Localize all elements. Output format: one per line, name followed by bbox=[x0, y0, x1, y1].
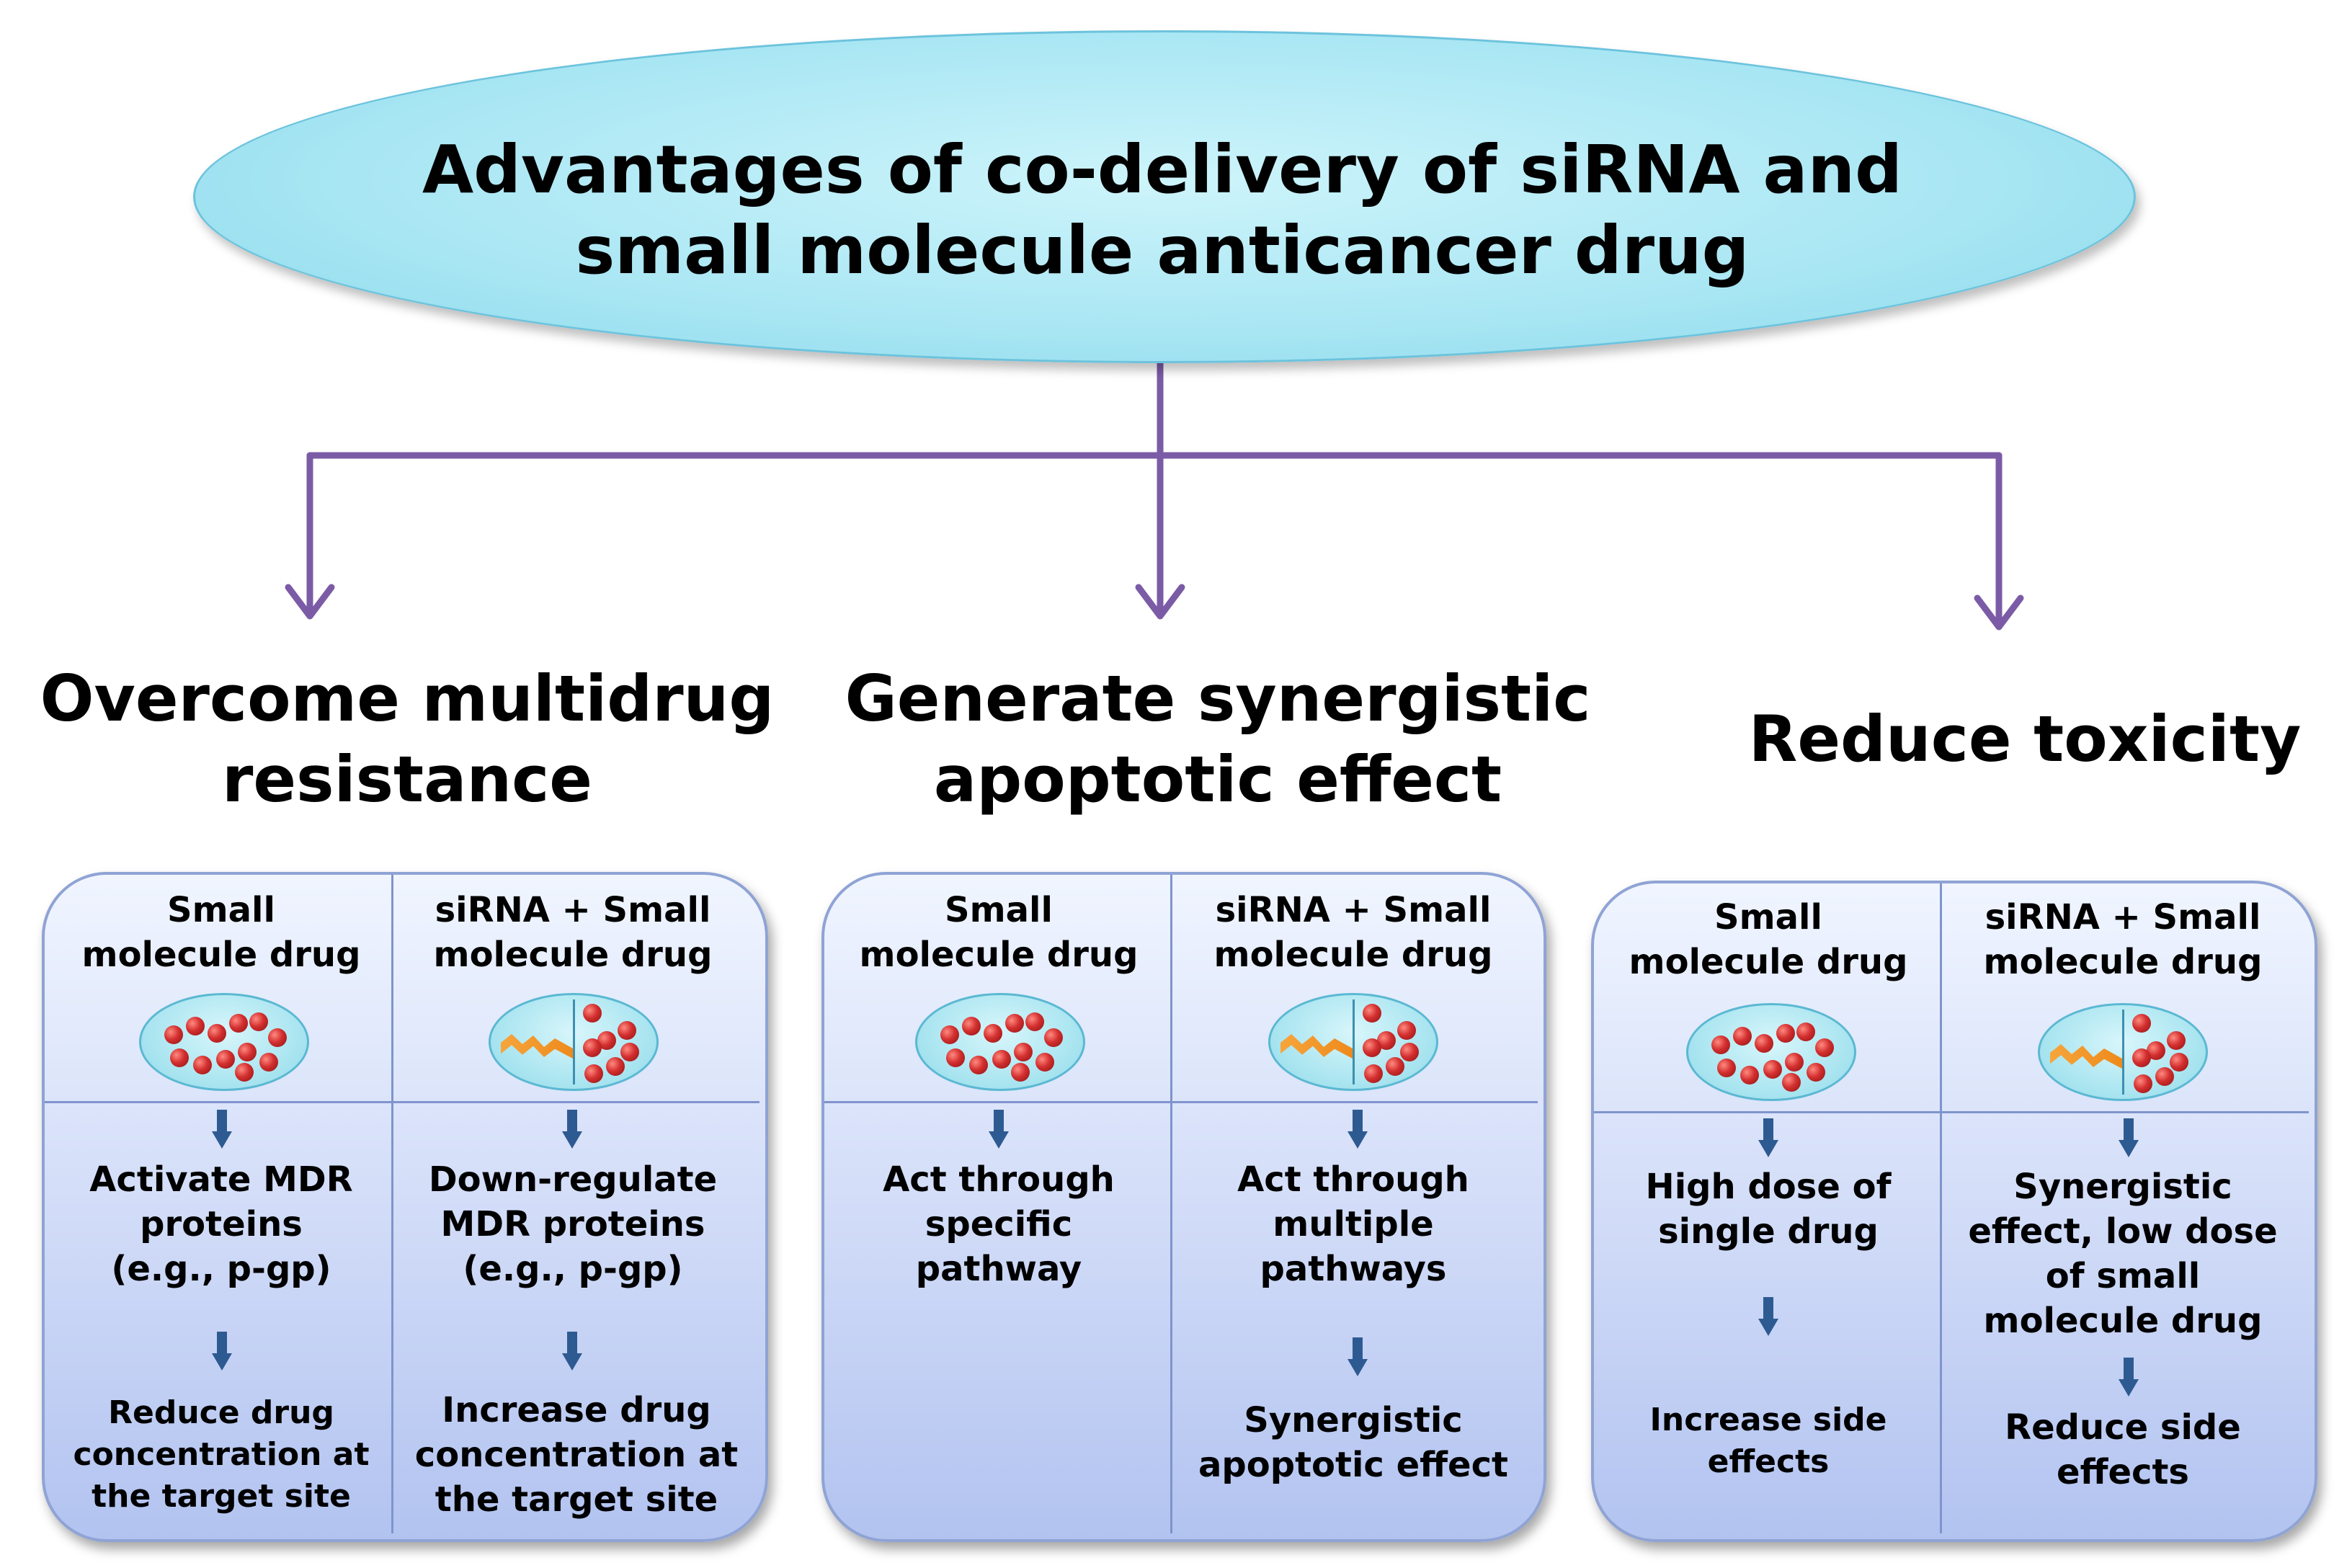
down-arrow-icon bbox=[212, 1332, 232, 1372]
title-ellipse bbox=[193, 30, 2136, 363]
down-arrow-icon bbox=[2119, 1358, 2139, 1398]
panel-1-left-step-1: Activate MDR proteins (e.g., p-gp) bbox=[89, 1159, 353, 1289]
main-title: Advantages of co-delivery of siRNA and s… bbox=[422, 131, 1902, 289]
panel-2-left-header: Small molecule drug bbox=[859, 890, 1139, 975]
panel-3-right-step-2: Reduce side effects bbox=[2005, 1407, 2241, 1492]
panel-3-divider-horizontal bbox=[1594, 1111, 2309, 1113]
panel-3-left-header: Small molecule drug bbox=[1629, 897, 1908, 982]
down-arrow-icon bbox=[2119, 1118, 2139, 1159]
drug-only-particle-icon bbox=[915, 993, 1085, 1091]
panel-3-divider-vertical bbox=[1940, 883, 1942, 1533]
down-arrow-icon bbox=[1348, 1337, 1368, 1378]
down-arrow-icon bbox=[1758, 1118, 1778, 1159]
arrowhead-middle bbox=[1135, 584, 1185, 620]
down-arrow-icon bbox=[562, 1332, 582, 1372]
panel-1-right-step-2: Increase drug concentration at the targe… bbox=[414, 1390, 739, 1520]
panel-2-right-step-1: Act through multiple pathways bbox=[1237, 1159, 1469, 1289]
heading-overcome-mdr: Overcome multidrug resistance bbox=[40, 662, 775, 816]
down-arrow-icon bbox=[562, 1110, 582, 1150]
panel-3-right-header: siRNA + Small molecule drug bbox=[1983, 897, 2263, 982]
arrowhead-right bbox=[1974, 594, 2024, 631]
drug-only-particle-icon bbox=[1686, 1003, 1856, 1101]
panel-1-left-step-2: Reduce drug concentration at the target … bbox=[73, 1394, 370, 1515]
panel-2-left-step-1: Act through specific pathway bbox=[883, 1159, 1115, 1289]
heading-synergistic-apoptosis: Generate synergistic apoptotic effect bbox=[845, 662, 1591, 816]
down-arrow-icon bbox=[1758, 1297, 1778, 1337]
panel-1-right-step-1: Down-regulate MDR proteins (e.g., p-gp) bbox=[428, 1159, 718, 1289]
down-arrow-icon bbox=[989, 1110, 1009, 1150]
down-arrow-icon bbox=[1348, 1110, 1368, 1150]
panel-overcome-mdr bbox=[42, 872, 768, 1542]
panel-1-divider-horizontal bbox=[45, 1101, 760, 1103]
panel-2-divider-horizontal bbox=[824, 1101, 1538, 1103]
sirna-strand-icon bbox=[2050, 1044, 2122, 1069]
panel-1-left-header: Small molecule drug bbox=[81, 890, 361, 975]
sirna-strand-icon bbox=[501, 1034, 573, 1059]
panel-reduce-toxicity bbox=[1591, 881, 2317, 1542]
sirna-drug-particle-icon bbox=[2038, 1003, 2208, 1101]
sirna-drug-particle-icon bbox=[1268, 993, 1438, 1091]
arrowhead-left bbox=[285, 584, 335, 620]
panel-2-divider-vertical bbox=[1170, 875, 1172, 1533]
panel-1-divider-vertical bbox=[391, 875, 393, 1533]
panel-3-left-step-1: High dose of single drug bbox=[1645, 1167, 1892, 1252]
panel-1-right-header: siRNA + Small molecule drug bbox=[433, 890, 713, 975]
panel-2-right-step-2: Synergistic apoptotic effect bbox=[1198, 1400, 1508, 1485]
panel-2-right-header: siRNA + Small molecule drug bbox=[1213, 890, 1493, 975]
down-arrow-icon bbox=[212, 1110, 232, 1150]
sirna-strand-icon bbox=[1280, 1034, 1353, 1059]
panel-synergistic-apoptosis bbox=[821, 872, 1546, 1542]
heading-reduce-toxicity: Reduce toxicity bbox=[1748, 702, 2302, 776]
panel-3-right-step-1: Synergistic effect, low dose of small mo… bbox=[1968, 1167, 2278, 1341]
sirna-drug-particle-icon bbox=[489, 993, 659, 1091]
panel-3-left-step-2: Increase side effects bbox=[1649, 1402, 1887, 1480]
drug-only-particle-icon bbox=[139, 993, 309, 1091]
